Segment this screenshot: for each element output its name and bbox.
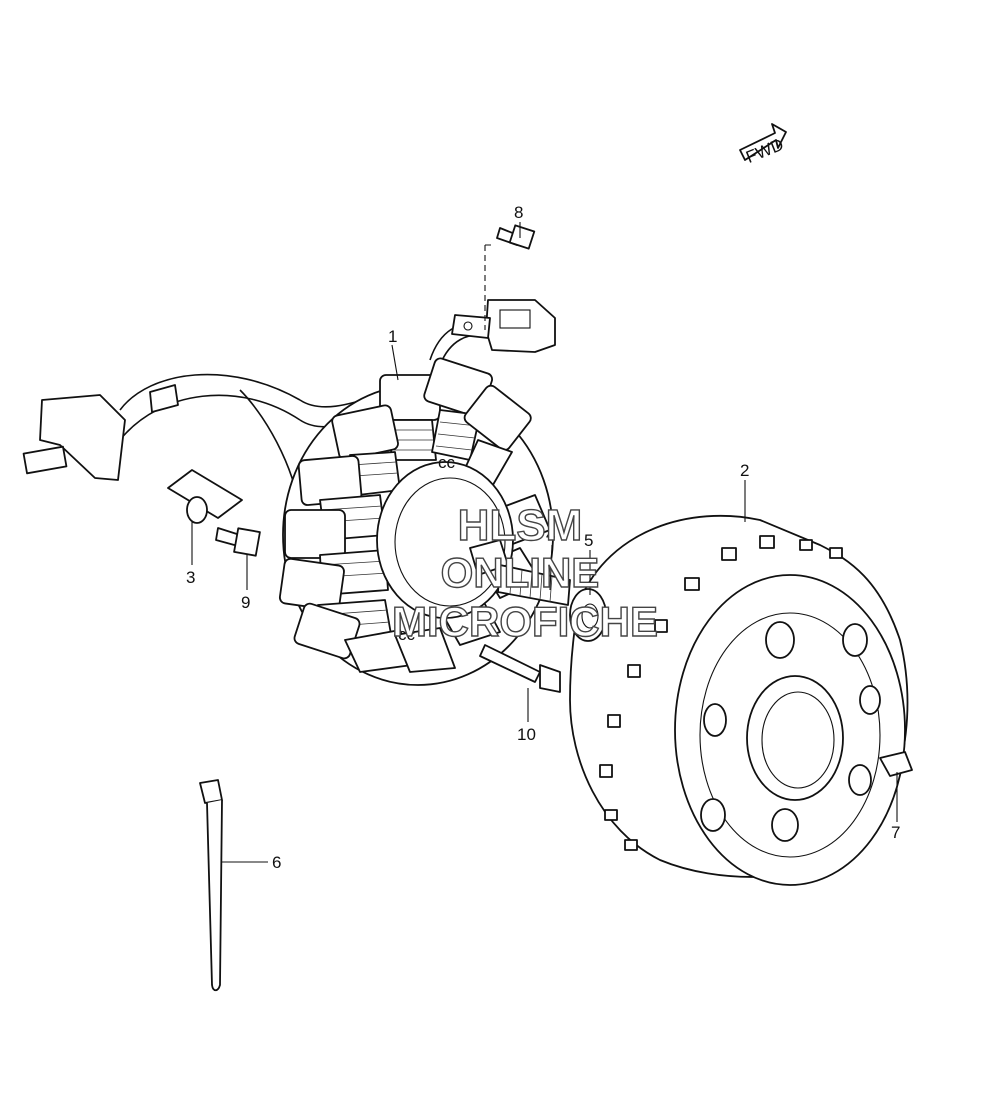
clamp [167,469,243,524]
rotor-hole-5 [771,808,799,842]
watermark: HLSM ONLINE MICROFICHE [391,500,658,645]
rotor-hole-3 [859,685,881,715]
cable-tie [199,779,223,992]
stator: cc cc [278,357,554,686]
stator-pole-8 [293,602,413,673]
washer [569,588,607,642]
svg-text:cc: cc [398,625,416,644]
rotor-hole-4 [848,764,872,796]
rotor-hub [746,675,844,801]
stator-bore [376,461,514,619]
watermark-line-1: HLSM [458,501,583,550]
callout-5: 5 [584,531,593,550]
bolt-9 [215,527,261,557]
callout-6: 6 [272,853,281,872]
rotor-hole-6 [700,798,726,832]
callout-9: 9 [241,593,250,612]
stator-pole-3 [461,384,532,491]
stator-pole-9 [394,627,456,673]
rotor-hole-1 [765,621,795,659]
stator-pole-6 [284,509,389,596]
callout-2: 2 [740,461,749,480]
watermark-line-2: ONLINE [441,549,600,596]
fwd-arrow-icon: FWD [739,123,787,167]
leader-lines [191,222,898,863]
watermark-line-3: MICROFICHE [392,598,658,645]
bolt-8 [484,224,536,330]
callout-10: 10 [517,725,536,744]
rotor-hole-7 [703,703,727,737]
fwd-label: FWD [743,135,786,167]
rotor-hole-2 [842,623,868,657]
svg-text:cc: cc [438,453,456,472]
rotor-magnets [599,535,843,851]
callout-labels: 8 1 2 3 9 4 5 10 6 7 [186,203,900,872]
stator-coupler [451,299,556,353]
stud-bolt [469,539,571,606]
stator-pole-4 [331,404,401,496]
callout-1: 1 [388,327,397,346]
callout-3: 3 [186,568,195,587]
bolt-10 [479,644,561,693]
rotor-flywheel [569,514,909,886]
key [879,751,913,777]
callout-8: 8 [514,203,523,222]
callout-4: 4 [546,525,555,544]
callout-7: 7 [891,823,900,842]
